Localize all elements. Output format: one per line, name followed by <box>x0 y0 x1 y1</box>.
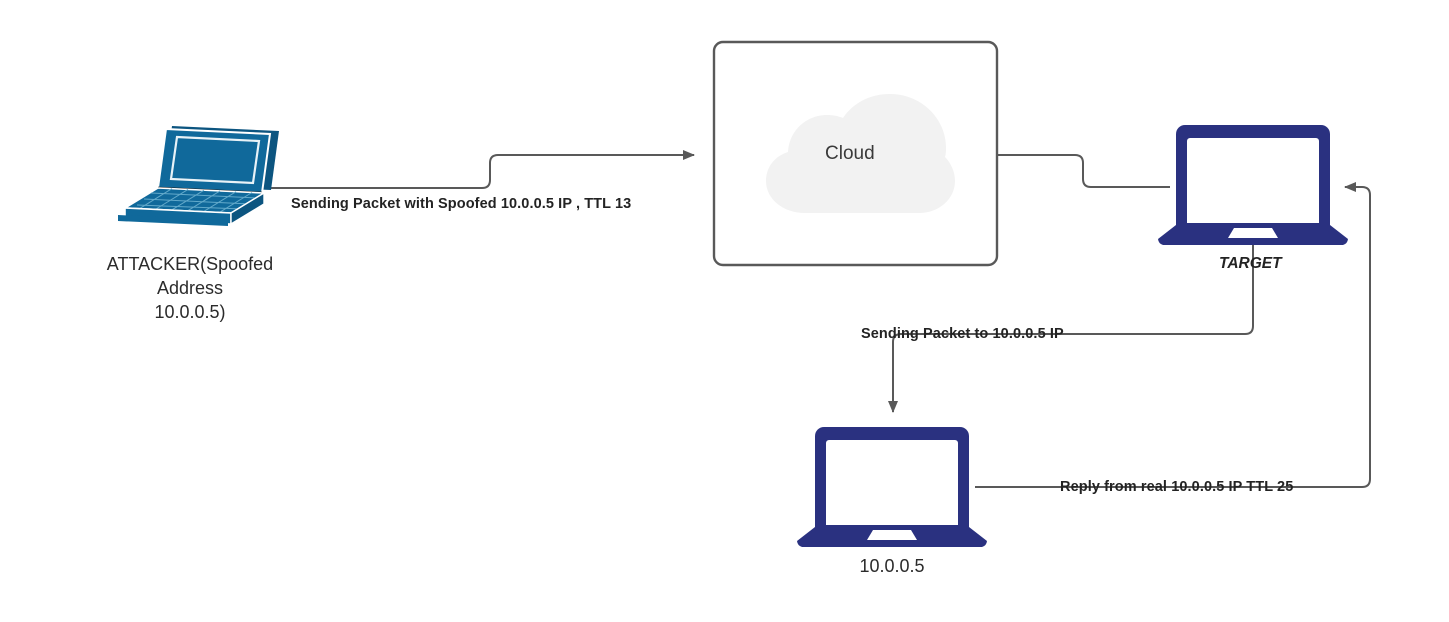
cloud-icon <box>766 94 955 213</box>
victim-caption: 10.0.0.5 <box>859 556 925 576</box>
attacker-caption-line1: ATTACKER(Spoofed <box>106 254 274 274</box>
edge-label-victim-to-target: Reply from real 10.0.0.5 IP TTL 25 <box>1060 479 1294 495</box>
edge-label-target-to-victim: Sending Packet to 10.0.0.5 IP <box>861 326 1064 342</box>
laptop-flat-icon <box>1158 125 1348 245</box>
target-caption: TARGET <box>1219 255 1282 272</box>
cloud-node[interactable] <box>712 40 999 267</box>
edge-cloud-to-target <box>997 154 1170 188</box>
edge-victim-to-target <box>975 182 1371 488</box>
attacker-caption-line3: 10.0.0.5) <box>154 302 226 322</box>
target-node[interactable] <box>1158 125 1348 245</box>
victim-node[interactable] <box>797 427 987 547</box>
edge-attacker-to-cloud <box>266 150 695 189</box>
attacker-node[interactable] <box>118 126 279 226</box>
attacker-caption-line2: Address <box>156 278 224 298</box>
attacker-caption: ATTACKER(Spoofed Address 10.0.0.5) <box>65 252 315 324</box>
laptop-flat-icon <box>797 427 987 547</box>
laptop-3d-icon <box>118 126 279 226</box>
edge-label-attacker-to-cloud: Sending Packet with Spoofed 10.0.0.5 IP … <box>291 196 632 212</box>
edge-target-to-victim <box>888 243 1254 413</box>
cloud-label: Cloud <box>825 143 875 164</box>
